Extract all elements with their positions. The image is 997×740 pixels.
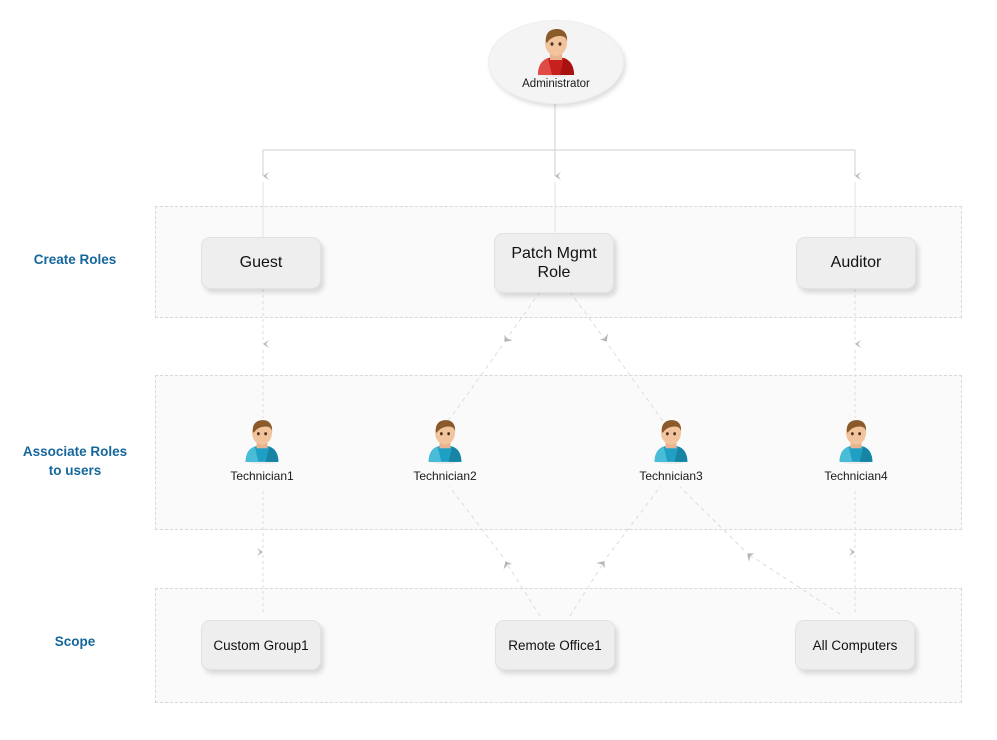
stage-label-associate-roles-line2: to users xyxy=(48,463,102,478)
node-administrator[interactable]: Administrator xyxy=(488,20,624,104)
stage-label-create-roles: Create Roles xyxy=(0,250,150,269)
node-scope-all-computers[interactable]: All Computers xyxy=(795,620,915,670)
node-user-technician2[interactable]: Technician2 xyxy=(390,418,500,483)
node-user-technician3-label: Technician3 xyxy=(639,469,703,483)
node-user-technician1-label: Technician1 xyxy=(230,469,294,483)
stage-label-associate-roles: Associate Roles to users xyxy=(0,442,150,480)
user-blue-avatar-icon xyxy=(836,418,876,464)
node-user-technician1[interactable]: Technician1 xyxy=(207,418,317,483)
node-user-technician4[interactable]: Technician4 xyxy=(801,418,911,483)
user-red-avatar-icon xyxy=(534,27,578,77)
stage-label-create-roles-text: Create Roles xyxy=(33,252,117,267)
node-role-patch-mgmt-role[interactable]: Patch Mgmt Role xyxy=(494,233,614,293)
node-scope-remote-office1-label: Remote Office1 xyxy=(508,637,602,653)
node-scope-remote-office1[interactable]: Remote Office1 xyxy=(495,620,615,670)
node-role-auditor[interactable]: Auditor xyxy=(796,237,916,289)
node-scope-all-computers-label: All Computers xyxy=(812,637,898,653)
node-user-technician3[interactable]: Technician3 xyxy=(616,418,726,483)
user-blue-avatar-icon xyxy=(242,418,282,464)
node-role-auditor-label: Auditor xyxy=(830,254,882,271)
node-role-patch-mgmt-role-line2: Role xyxy=(537,264,571,281)
stage-label-associate-roles-line1: Associate Roles xyxy=(22,444,128,459)
stage-label-scope-text: Scope xyxy=(54,634,96,649)
band-associate-roles xyxy=(155,375,962,530)
node-role-patch-mgmt-role-line1: Patch Mgmt xyxy=(511,245,597,262)
node-user-technician4-label: Technician4 xyxy=(824,469,888,483)
user-blue-avatar-icon xyxy=(425,418,465,464)
node-scope-custom-group1-label: Custom Group1 xyxy=(213,637,309,653)
node-user-technician2-label: Technician2 xyxy=(413,469,477,483)
node-administrator-label: Administrator xyxy=(522,78,590,90)
node-scope-custom-group1[interactable]: Custom Group1 xyxy=(201,620,321,670)
node-role-guest-label: Guest xyxy=(239,254,283,271)
stage-label-scope: Scope xyxy=(0,632,150,651)
user-blue-avatar-icon xyxy=(651,418,691,464)
node-role-guest[interactable]: Guest xyxy=(201,237,321,289)
